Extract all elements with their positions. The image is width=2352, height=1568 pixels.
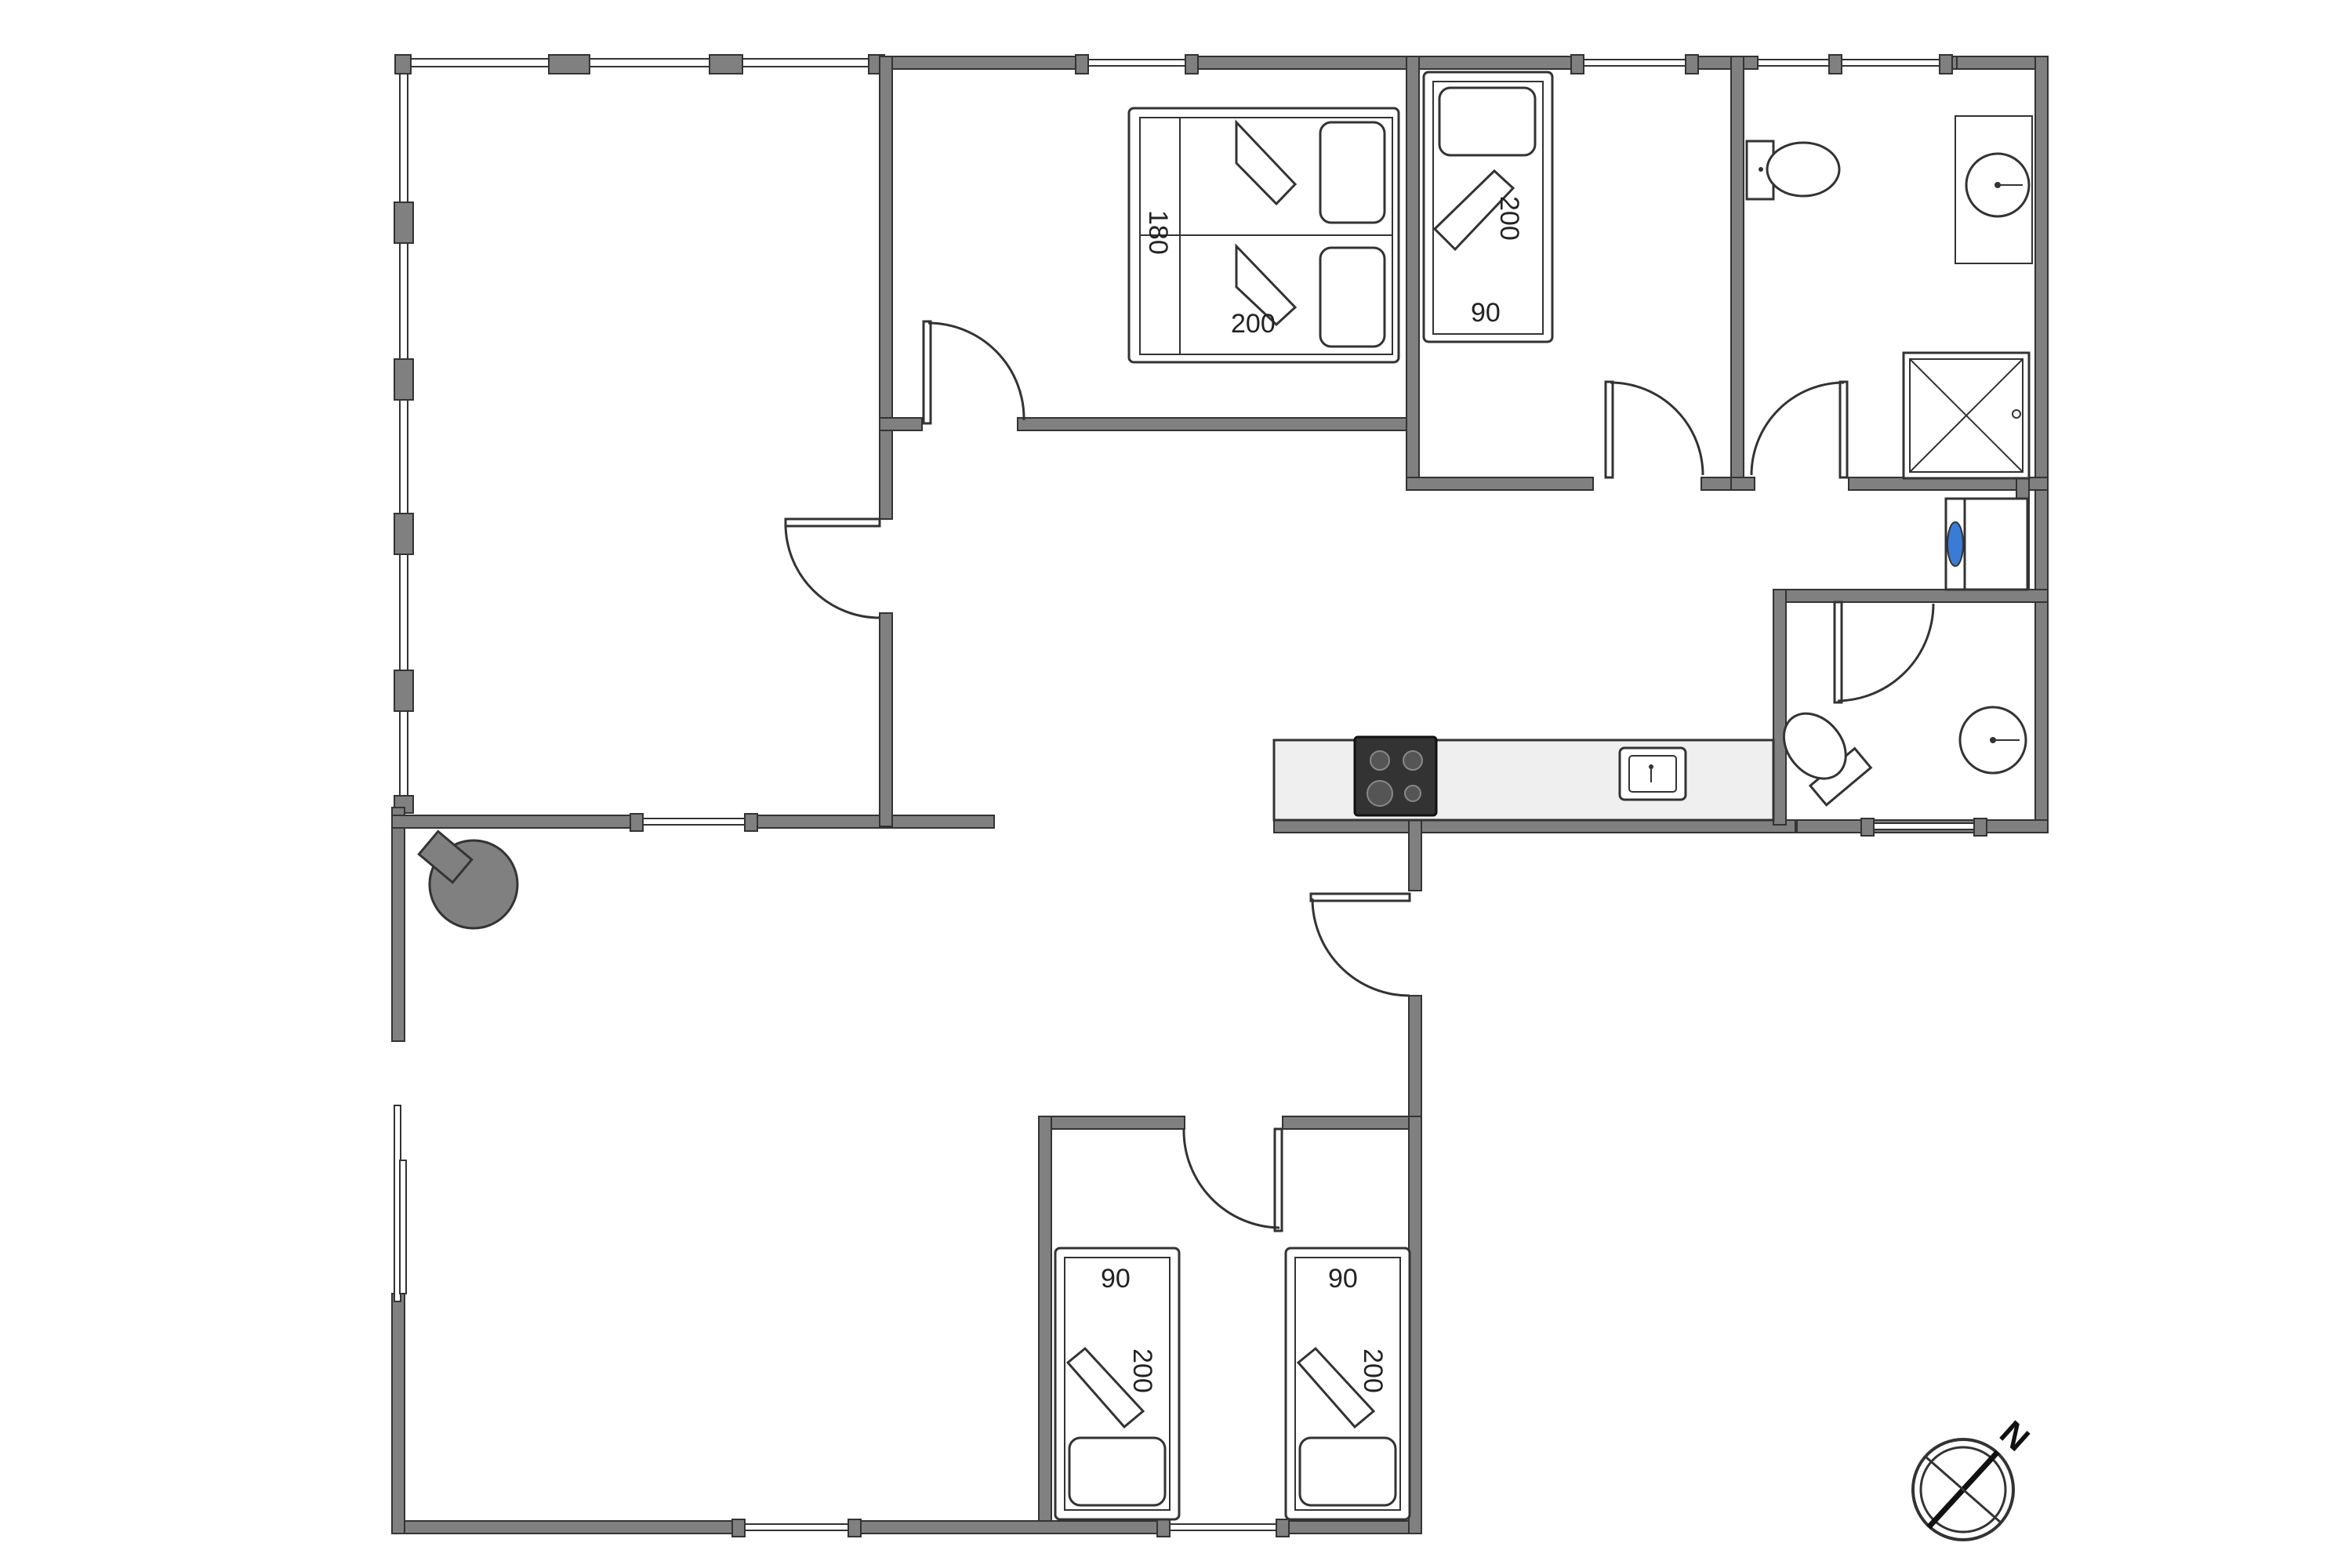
shower: [1902, 351, 2031, 480]
single-bed-right: 90 200: [1284, 1247, 1411, 1521]
washbasin-bathroom: [1955, 115, 2033, 264]
single-bed-left: 90 200: [1054, 1247, 1181, 1521]
single-bed-top-width-label: 90: [1471, 298, 1501, 328]
door-small-bedroom[interactable]: [1604, 380, 1704, 479]
door-bathroom[interactable]: [1750, 380, 1849, 479]
toilet-bathroom: [1745, 140, 1841, 201]
double-bed: 180 200: [1127, 107, 1400, 364]
compass-north-label: N: [1992, 1414, 2036, 1459]
door-terrace-hall[interactable]: [784, 517, 881, 619]
double-bed-width-label: 180: [1143, 210, 1173, 255]
windows: [394, 54, 1987, 1537]
wood-stove: [417, 829, 519, 930]
door-wc[interactable]: [1833, 601, 1935, 704]
single-bed-top-length-label: 200: [1494, 196, 1524, 241]
kitchen-sink: [1618, 746, 1687, 801]
washbasin-wc: [1958, 706, 2027, 775]
washing-machine: [1944, 497, 2029, 591]
single-bed-right-length-label: 200: [1358, 1348, 1388, 1393]
kitchen-counter: [1272, 739, 1775, 822]
double-bed-length-label: 200: [1231, 309, 1276, 339]
single-bed-top: 200 90: [1422, 71, 1554, 343]
hob: [1353, 735, 1438, 817]
terrace-glazing: [394, 54, 885, 814]
compass-icon: N: [1911, 1414, 2037, 1541]
door-bunk-room[interactable]: [1182, 1127, 1283, 1232]
single-bed-right-width-label: 90: [1328, 1264, 1358, 1294]
single-bed-left-width-label: 90: [1101, 1264, 1131, 1294]
toilet-wc: [1782, 712, 1873, 807]
door-master-bedroom[interactable]: [922, 320, 1025, 425]
door-living-hall[interactable]: [1309, 892, 1411, 997]
single-bed-left-length-label: 200: [1127, 1348, 1157, 1393]
